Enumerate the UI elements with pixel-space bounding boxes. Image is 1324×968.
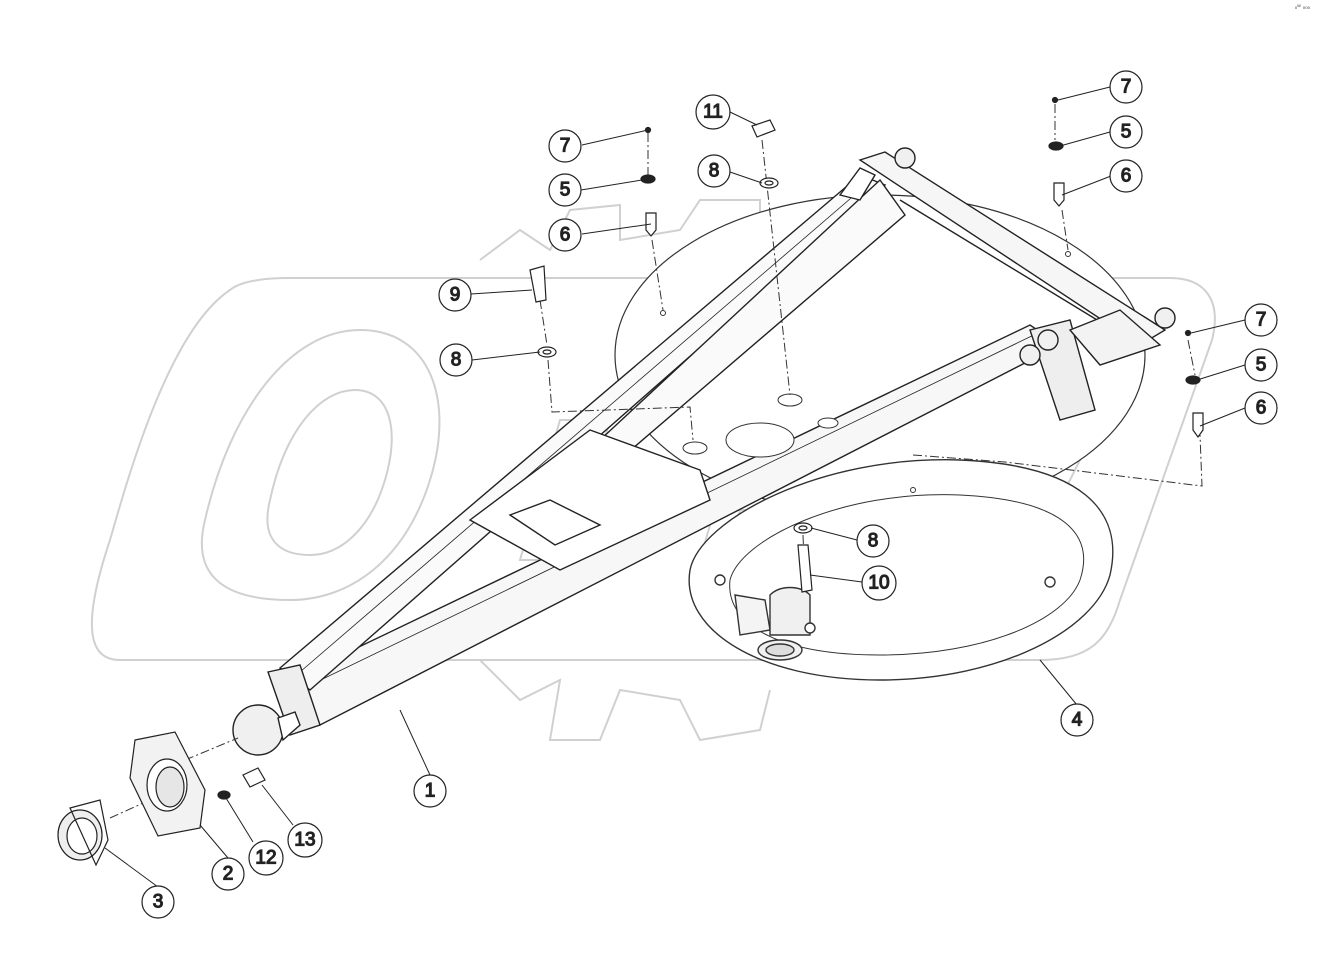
svg-text:6: 6 bbox=[560, 225, 571, 246]
svg-text:8: 8 bbox=[709, 161, 720, 182]
fasteners bbox=[57, 96, 1204, 867]
callout-5c: 5 bbox=[1244, 348, 1278, 382]
callout-5b: 5 bbox=[1109, 115, 1143, 149]
triangular-frame-part-1 bbox=[232, 147, 1176, 756]
callout-12: 12 bbox=[248, 840, 284, 876]
callout-8b: 8 bbox=[439, 343, 473, 377]
svg-text:3: 3 bbox=[153, 892, 164, 913]
callout-8a: 8 bbox=[697, 154, 731, 188]
svg-text:1: 1 bbox=[425, 781, 436, 802]
svg-text:5: 5 bbox=[560, 180, 571, 201]
callouts: 1 2 3 4 5 5 5 6 6 6 7 7 7 8 8 8 9 10 11 … bbox=[141, 70, 1278, 919]
callout-6c: 6 bbox=[1244, 391, 1278, 425]
svg-text:5: 5 bbox=[1121, 122, 1132, 143]
svg-text:8: 8 bbox=[451, 350, 462, 371]
callout-7c: 7 bbox=[1244, 303, 1278, 337]
callout-11: 11 bbox=[695, 94, 731, 130]
svg-text:6: 6 bbox=[1256, 398, 1267, 419]
svg-text:8: 8 bbox=[868, 531, 879, 552]
callout-10: 10 bbox=[861, 565, 897, 601]
callout-5a: 5 bbox=[548, 173, 582, 207]
svg-text:13: 13 bbox=[294, 830, 315, 851]
svg-text:7: 7 bbox=[1256, 310, 1267, 331]
callout-3: 3 bbox=[141, 885, 175, 919]
svg-text:5: 5 bbox=[1256, 355, 1267, 376]
callout-9: 9 bbox=[438, 278, 472, 312]
svg-text:2: 2 bbox=[223, 864, 234, 885]
callout-7a: 7 bbox=[548, 129, 582, 163]
svg-text:7: 7 bbox=[560, 136, 571, 157]
callout-6a: 6 bbox=[548, 218, 582, 252]
callout-13: 13 bbox=[287, 822, 323, 858]
callout-8c: 8 bbox=[856, 524, 890, 558]
svg-text:10: 10 bbox=[868, 573, 889, 594]
lower-disc-part-4 bbox=[688, 459, 1114, 681]
callout-4: 4 bbox=[1060, 703, 1094, 737]
leader-lines bbox=[104, 86, 1246, 888]
disc-holes bbox=[660, 251, 1071, 493]
svg-text:7: 7 bbox=[1121, 77, 1132, 98]
svg-text:12: 12 bbox=[255, 848, 276, 869]
svg-text:6: 6 bbox=[1121, 166, 1132, 187]
callout-2: 2 bbox=[211, 857, 245, 891]
callout-7b: 7 bbox=[1109, 70, 1143, 104]
callout-1: 1 bbox=[413, 774, 447, 808]
svg-text:9: 9 bbox=[450, 285, 461, 306]
svg-text:4: 4 bbox=[1072, 710, 1083, 731]
corner-mark: ₀ᵂ ₀₀₀ bbox=[1294, 4, 1310, 11]
svg-text:11: 11 bbox=[703, 102, 723, 123]
callout-6b: 6 bbox=[1109, 159, 1143, 193]
